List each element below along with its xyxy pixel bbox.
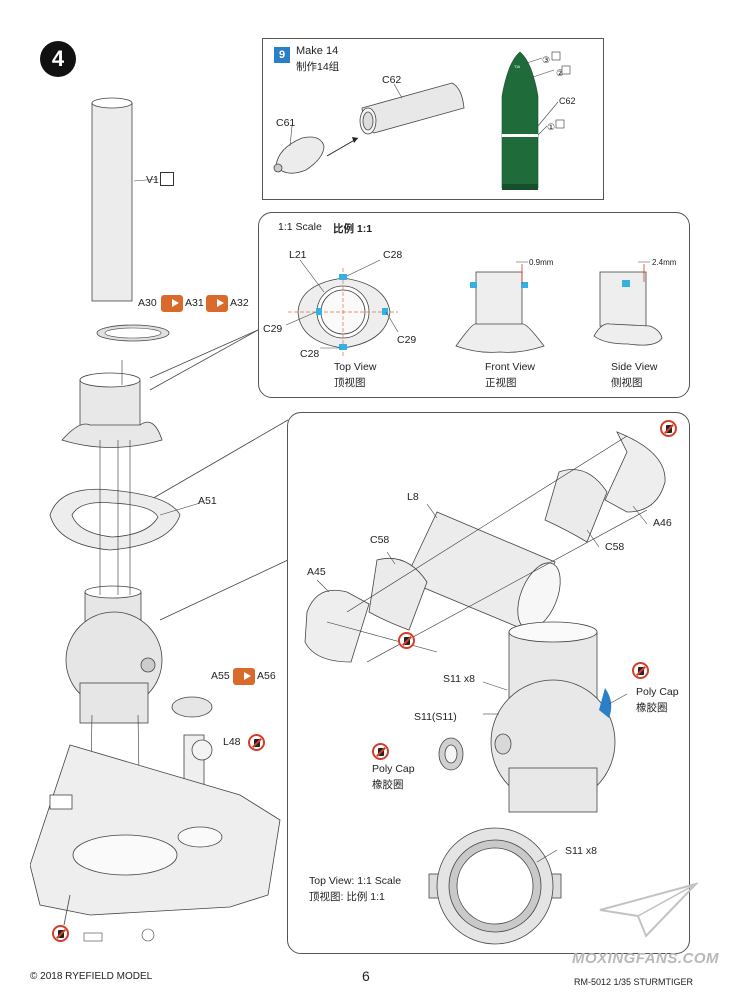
svg-text:TIA: TIA — [514, 64, 521, 69]
part-label-c29-left: C29 — [263, 323, 283, 335]
part-label-a46: A46 — [653, 517, 672, 529]
part-label-s11-x8: S11 x8 — [443, 673, 475, 685]
footer-page-number: 6 — [362, 968, 370, 984]
poly-cap-left-cn: 橡胶圈 — [372, 779, 404, 791]
scale-title-cn: 比例 1:1 — [333, 223, 373, 235]
part-label-c61: C61 — [276, 117, 296, 129]
part-label-l21: L21 — [289, 249, 307, 261]
top-view-scale-cn: 顶视图: 比例 1:1 — [309, 891, 385, 903]
part-label-a56: A56 — [257, 670, 276, 682]
shell-part-label-c62: C62 — [559, 96, 576, 106]
poly-cap-right-en: Poly Cap — [636, 686, 679, 698]
step-number-badge: 4 — [40, 41, 76, 77]
part-label-a45: A45 — [307, 566, 326, 578]
part-label-c58-right: C58 — [605, 541, 625, 553]
front-view-en: Front View — [485, 361, 535, 373]
main-assembly-drawing — [30, 97, 281, 942]
part-label-s11-s11: S11(S11) — [414, 711, 457, 723]
no-glue-icon-poly-cap-right — [632, 662, 649, 679]
detail-panel-drawing — [304, 431, 666, 945]
part-label-l8: L8 — [407, 491, 419, 503]
subassembly-title-cn: 制作14组 — [296, 61, 340, 73]
side-view-en: Side View — [611, 361, 658, 373]
top-view-en: Top View — [334, 361, 377, 373]
scale-panel-drawing — [285, 259, 663, 358]
part-label-v1: V1 — [146, 174, 159, 186]
no-glue-icon-a46 — [660, 420, 677, 437]
glue-icon-a30 — [161, 295, 183, 312]
part-label-a32: A32 — [230, 297, 249, 309]
no-glue-icon-l48 — [248, 734, 265, 751]
glue-icon-a55 — [233, 668, 255, 685]
dimension-0-9mm: 0.9mm — [529, 258, 554, 267]
subassembly-drawing: TIA — [273, 51, 571, 190]
part-label-c28-bottom: C28 — [300, 348, 320, 360]
no-glue-icon-hull — [52, 925, 69, 942]
part-label-c58-left: C58 — [370, 534, 390, 546]
shell-marker-1: ① — [547, 122, 556, 132]
part-label-l48: L48 — [223, 736, 241, 748]
part-label-top-view-s11-x8: S11 x8 — [565, 845, 597, 857]
part-label-a30: A30 — [138, 297, 157, 309]
footer-model-name: RM-5012 1/35 STURMTIGER — [574, 977, 694, 987]
subassembly-step-badge: 9 — [274, 47, 290, 63]
watermark-text: MOXINGFANS.COM — [572, 950, 720, 967]
paper-plane-watermark-icon — [599, 882, 698, 938]
top-view-scale-en: Top View: 1:1 Scale — [309, 875, 402, 887]
part-label-a51: A51 — [198, 495, 217, 507]
shell-marker-3: ③ — [542, 55, 551, 65]
subassembly-box — [262, 38, 604, 200]
shell-marker-2: ② — [556, 68, 565, 78]
side-view-cn: 侧视图 — [611, 377, 643, 389]
poly-cap-left-en: Poly Cap — [372, 763, 415, 775]
subassembly-title-en: Make 14 — [296, 45, 339, 57]
poly-cap-right-cn: 橡胶圈 — [636, 702, 668, 714]
scale-title-en: 1:1 Scale — [278, 221, 322, 233]
no-glue-icon-a45 — [398, 632, 415, 649]
no-glue-icon-poly-cap-left — [372, 743, 389, 760]
dimension-2-4mm: 2.4mm — [652, 258, 677, 267]
footer-copyright: © 2018 RYEFIELD MODEL — [30, 971, 153, 982]
part-label-c62: C62 — [382, 74, 402, 86]
part-label-c28-top: C28 — [383, 249, 403, 261]
optional-part-icon — [160, 172, 174, 186]
part-label-c29-right: C29 — [397, 334, 417, 346]
top-view-cn: 顶视图 — [334, 377, 366, 389]
glue-icon-a31 — [206, 295, 228, 312]
part-label-a31: A31 — [185, 297, 204, 309]
part-label-a55: A55 — [211, 670, 230, 682]
front-view-cn: 正视图 — [485, 377, 517, 389]
